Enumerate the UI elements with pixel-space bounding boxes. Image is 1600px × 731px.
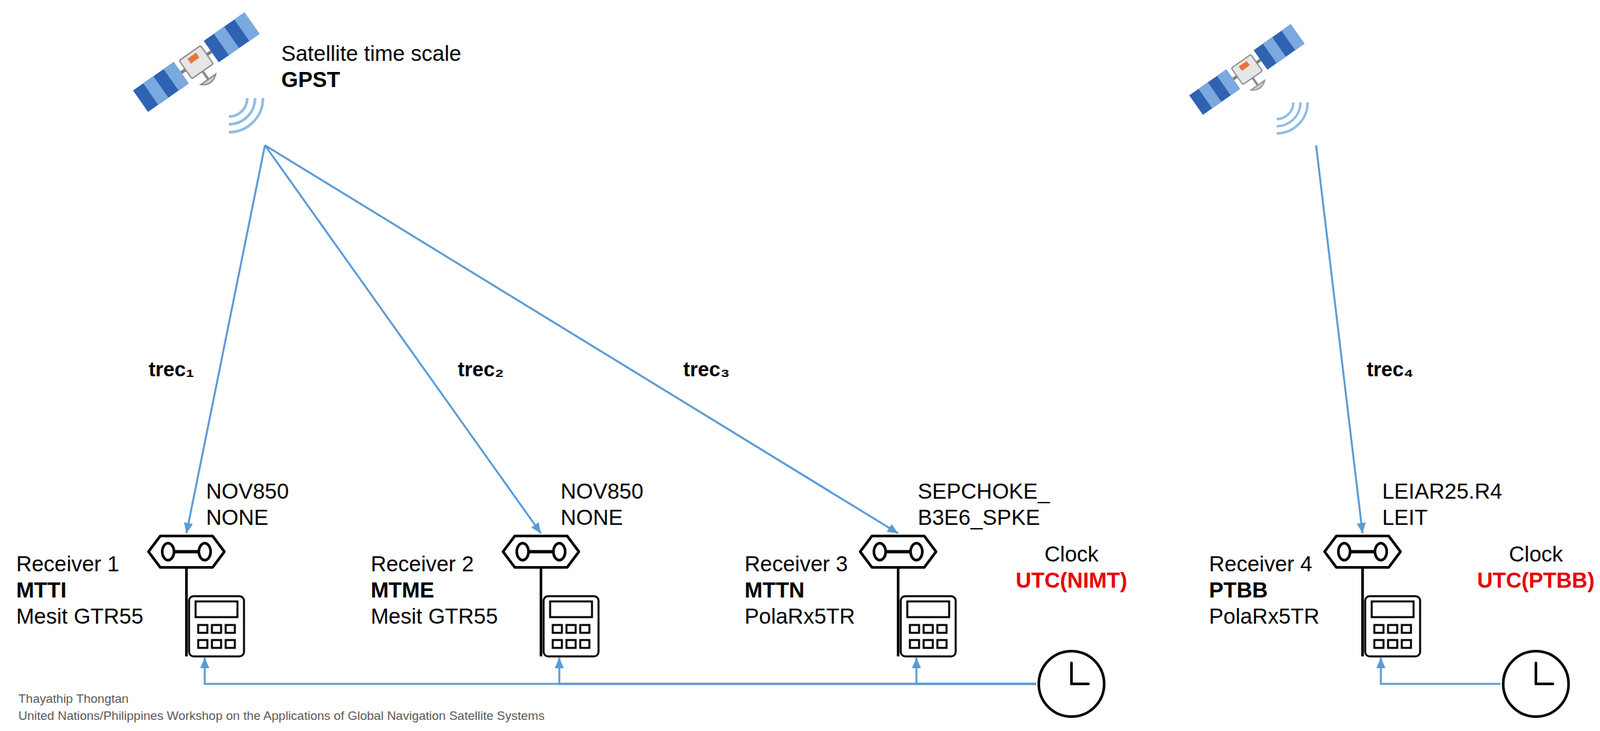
station-code: PTBB [1208, 576, 1320, 604]
gnss-receiver-icon [858, 533, 959, 658]
station-code: MTME [370, 576, 498, 604]
signal-path [264, 145, 541, 534]
edge-label: trec₄ [1363, 357, 1417, 382]
satellite-icon [1187, 0, 1322, 146]
gnss-receiver: LEIAR25.R4 LEITReceiver 4PTBBPolaRx5TR [1323, 533, 1423, 658]
receiver-model: PolaRx5TR [1208, 603, 1320, 630]
clock: ClockUTC(PTBB) [1500, 648, 1572, 719]
caption-text: Satellite time scale [281, 40, 462, 67]
signal-path [1316, 145, 1363, 534]
time-scale: UTC(NIMT) [1015, 567, 1128, 594]
gnss-receiver: NOV850 NONEReceiver 2MTMEMesit GTR55 [501, 533, 602, 658]
text-group: LEIAR25.R4 LEIT [1382, 478, 1502, 531]
footer-note: United Nations/Philippines Workshop on t… [18, 707, 545, 724]
antenna-type: LEIAR25.R4 LEIT [1382, 478, 1502, 531]
text-group: ClockUTC(NIMT) [1015, 540, 1128, 594]
antenna-type: SEPCHOKE_ B3E6_SPKE [917, 478, 1050, 531]
clock-icon [1500, 648, 1572, 719]
signal-path [186, 145, 265, 534]
clock: ClockUTC(NIMT) [1036, 648, 1107, 719]
receiver-name: Receiver 1 [16, 550, 144, 577]
edge-label: trec₂ [455, 357, 507, 382]
text-group: Receiver 4PTBBPolaRx5TR [1208, 550, 1320, 630]
time-scale: GPST [281, 66, 462, 93]
clock-icon [1036, 648, 1107, 719]
receiver-name: Receiver 2 [370, 550, 498, 577]
gnss-receiver-icon [147, 533, 247, 658]
gnss-receiver: SEPCHOKE_ B3E6_SPKEReceiver 3MTTNPolaRx5… [858, 533, 959, 658]
antenna-type: NOV850 NONE [560, 478, 644, 531]
footer-note: Thayathip Thongtan [18, 690, 129, 707]
clock-signal-line [559, 657, 1037, 684]
station-code: MTTI [16, 576, 144, 604]
gnss-receiver-icon [501, 533, 602, 658]
signal-path [264, 145, 899, 534]
text-group: Receiver 1MTTIMesit GTR55 [16, 550, 144, 630]
clock-signal-line [916, 657, 1037, 684]
time-scale: UTC(PTBB) [1477, 567, 1595, 594]
satellite [1187, 0, 1322, 146]
satellite-icon [130, 0, 279, 146]
clock-signal-line [1380, 657, 1501, 684]
receiver-model: Mesit GTR55 [16, 603, 144, 630]
text-group: Receiver 3MTTNPolaRx5TR [744, 550, 855, 630]
text-group: ClockUTC(PTBB) [1477, 540, 1595, 594]
text-group: NOV850 NONE [206, 478, 290, 531]
station-code: MTTN [744, 576, 855, 604]
receiver-model: PolaRx5TR [744, 603, 855, 630]
gnss-receiver-icon [1323, 533, 1423, 658]
clock-label: Clock [1015, 540, 1128, 568]
satellite: Satellite time scaleGPST [130, 0, 279, 146]
antenna-type: NOV850 NONE [206, 478, 290, 531]
text-group: Receiver 2MTMEMesit GTR55 [370, 550, 498, 630]
receiver-name: Receiver 3 [744, 550, 855, 577]
receiver-model: Mesit GTR55 [370, 603, 498, 630]
receiver-name: Receiver 4 [1208, 550, 1320, 577]
edge-label: trec₁ [145, 357, 197, 382]
text-group: Satellite time scaleGPST [281, 40, 462, 93]
gnss-receiver: NOV850 NONEReceiver 1MTTIMesit GTR55 [147, 533, 247, 658]
text-group: NOV850 NONE [560, 478, 644, 531]
clock-label: Clock [1477, 540, 1595, 568]
clock-signal-line [204, 657, 1037, 684]
text-group: SEPCHOKE_ B3E6_SPKE [917, 478, 1050, 531]
edge-label: trec₃ [680, 357, 732, 382]
